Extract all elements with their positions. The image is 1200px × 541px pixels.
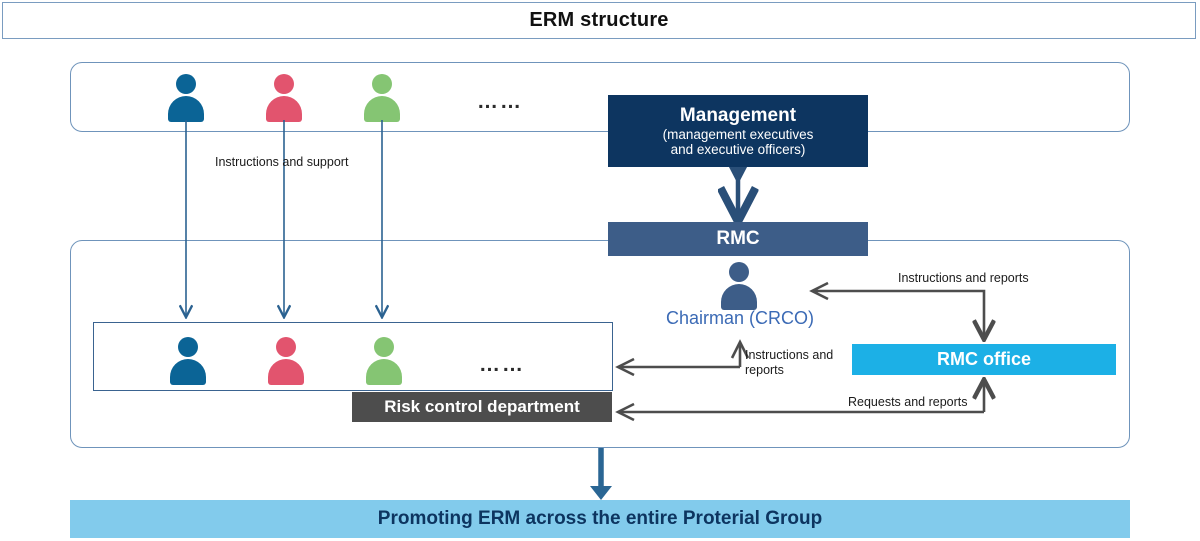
person-body [268, 359, 304, 385]
person-head [274, 74, 294, 94]
caption-instructions-and-reports-left: Instructions and reports [745, 348, 841, 378]
management-subtitle-line2: and executive officers) [670, 141, 806, 157]
caption-line-1: Instructions and [745, 348, 834, 362]
top-ellipsis: …… [477, 90, 523, 113]
bottom-ellipsis: …… [479, 353, 525, 376]
person-head [374, 337, 394, 357]
person-body [266, 96, 302, 122]
person-body [721, 284, 757, 310]
chairman-label: Chairman (CRCO) [665, 308, 815, 328]
person-body [364, 96, 400, 122]
management-title: Management [679, 105, 797, 127]
promotion-arrow [590, 448, 612, 500]
top-group-container [70, 62, 1130, 132]
diagram-title-bar: ERM structure [2, 2, 1196, 39]
person-body [168, 96, 204, 122]
person-head [372, 74, 392, 94]
top-person-pink-icon [265, 74, 303, 124]
rmc-label: RMC [716, 228, 760, 249]
promotion-banner-label: Promoting ERM across the entire Proteria… [377, 508, 823, 529]
caption-instructions-and-reports-right: Instructions and reports [898, 271, 1029, 285]
bottom-person-green-icon [365, 337, 403, 387]
risk-control-department-label: Risk control department [384, 397, 580, 416]
person-head [729, 262, 749, 282]
caption-instructions-and-support: Instructions and support [215, 155, 349, 169]
bottom-person-pink-icon [267, 337, 305, 387]
chairman-person-icon [720, 262, 758, 312]
risk-control-department-box[interactable]: Risk control department [352, 392, 612, 422]
top-person-green-icon [363, 74, 401, 124]
bottom-group-container [70, 240, 1130, 448]
management-box[interactable]: Management (management executives and ex… [608, 95, 868, 167]
person-head [276, 337, 296, 357]
caption-requests-and-reports: Requests and reports [848, 395, 968, 409]
person-head [176, 74, 196, 94]
page-title: ERM structure [529, 9, 669, 31]
promotion-banner: Promoting ERM across the entire Proteria… [70, 500, 1130, 538]
person-body [366, 359, 402, 385]
management-subtitle-line1: (management executives [662, 126, 814, 142]
caption-line-2: reports [745, 362, 784, 377]
top-person-blue-icon [167, 74, 205, 124]
rmc-office-box[interactable]: RMC office [852, 344, 1116, 375]
person-head [178, 337, 198, 357]
bottom-person-blue-icon [169, 337, 207, 387]
rmc-box[interactable]: RMC [608, 222, 868, 256]
rmc-office-label: RMC office [937, 349, 1031, 369]
person-body [170, 359, 206, 385]
